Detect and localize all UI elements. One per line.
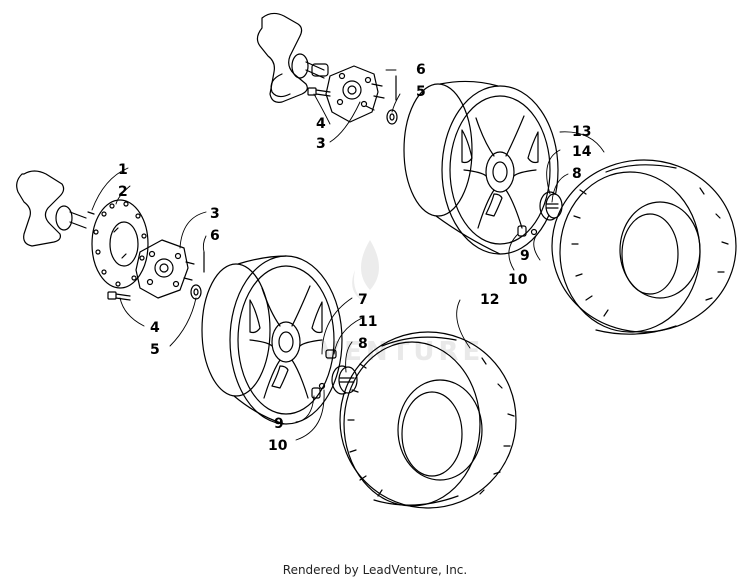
screw-lower [87,211,95,215]
callout-14: 14 [572,144,592,160]
wheel-rim-top [403,80,559,255]
callout-9-lower: 9 [274,416,284,432]
nut-top [386,109,398,125]
callout-4-lower: 4 [150,320,160,336]
callout-11: 11 [358,314,377,330]
wheel-rim-lower [201,255,343,425]
hub-cap-lower [331,365,358,395]
callout-3-top: 3 [316,136,326,152]
callout-1: 1 [118,162,128,178]
tire-top [551,159,737,335]
footer-credit: Rendered by LeadVenture, Inc. [282,563,468,577]
hub-top [325,65,385,123]
callout-9-top: 9 [520,248,530,264]
callout-8-top: 8 [572,166,582,182]
callout-12: 12 [480,292,499,308]
hub-lower [135,239,195,299]
callout-3-lower: 3 [210,206,220,222]
watermark-text: VENTURE [320,337,484,367]
watermark-flame-icon [352,240,379,305]
callout-4-top: 4 [316,116,326,132]
hub-cap-top [539,191,563,221]
lug-nut-lower [325,349,337,359]
brake-disc [91,199,149,289]
callout-2: 2 [118,184,128,200]
callout-13: 13 [572,124,591,140]
bolt-lower [107,291,131,301]
callout-10-lower: 10 [268,438,288,454]
valve-stem-top [517,225,538,237]
callout-labels: 6 5 4 3 13 14 8 9 10 12 1 2 3 6 4 5 7 11… [118,62,592,454]
knuckle-lower [16,170,87,247]
bolt-top [307,87,331,97]
callout-8-lower: 8 [358,336,368,352]
leader-lines [91,69,605,441]
tire-lower [339,331,517,509]
callout-6-lower: 6 [210,228,220,244]
callout-5-lower: 5 [150,342,160,358]
nut-lower [190,284,202,300]
valve-stem-lower [311,382,326,399]
callout-6-top: 6 [416,62,426,78]
callout-10-top: 10 [508,272,528,288]
callout-7: 7 [358,292,368,308]
callout-5-top: 5 [416,84,426,100]
knuckle-top [256,12,329,103]
